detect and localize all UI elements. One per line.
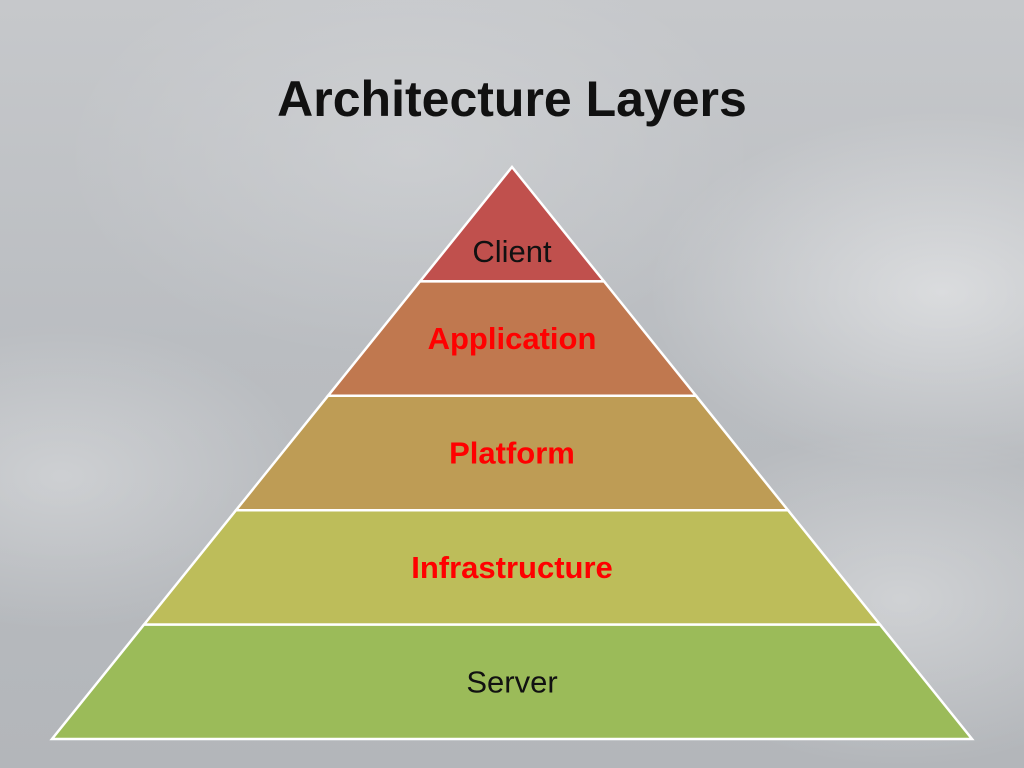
pyramid-layer-label-client: Client (472, 234, 552, 269)
pyramid-layer-label-application: Application (428, 321, 597, 356)
pyramid-layer-server (49, 623, 975, 741)
slide-title: Architecture Layers (277, 71, 747, 127)
pyramid-layer-label-server: Server (466, 664, 557, 699)
pyramid-layer-label-platform: Platform (449, 436, 575, 471)
pyramid-layer-label-infrastructure: Infrastructure (411, 550, 613, 585)
